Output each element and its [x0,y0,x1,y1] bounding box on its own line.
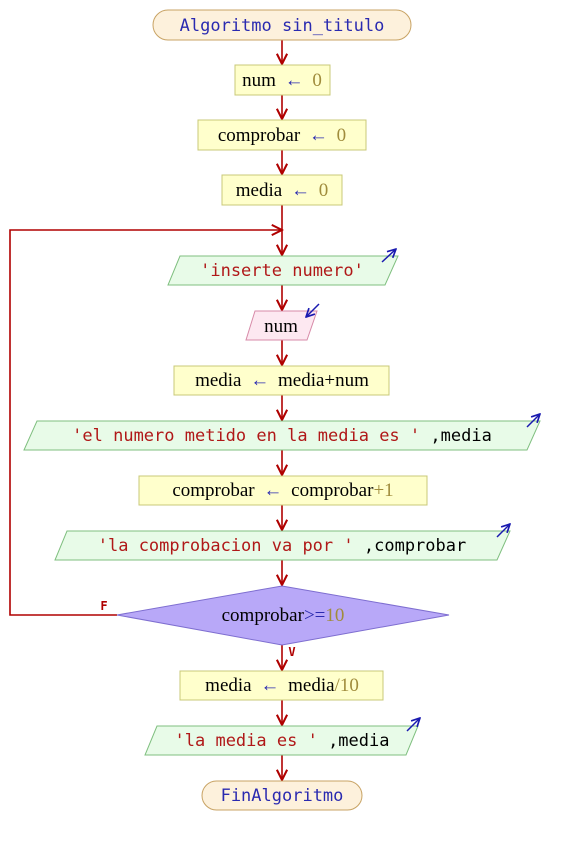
process-comprobar-inc: comprobar ← comprobar+1 [138,475,428,506]
start-label: Algoritmo sin_titulo [180,16,385,36]
process-media-div: media ← media/10 [179,670,384,701]
expression-label: media+num [278,370,369,391]
arrow-loop-back [9,230,282,616]
connectors [9,40,282,780]
input-arrow-icon [306,303,320,317]
assign-operator: ← [285,70,304,91]
assign-operator: ← [291,180,310,201]
output-string: 'la comprobacion va por ' [98,536,354,556]
output-rest: ,media [328,731,389,751]
output-rest: ,comprobar [364,536,466,556]
end-label: FinAlgoritmo [221,786,344,806]
output-final-media: 'la media es ' ,media [144,718,420,756]
svg-text:num ← 0: num ← 0 [242,70,322,91]
output-media-message: 'el numero metido en la media es ' ,medi… [23,414,540,451]
value-label: 0 [337,125,347,146]
assign-operator: ← [263,480,282,501]
assign-operator: ← [260,675,279,696]
var-label: num [242,70,276,91]
output-arrow-icon [526,414,540,428]
expression-label: media [288,675,335,696]
process-num-init: num ← 0 [234,64,331,96]
svg-text:media ← 0: media ← 0 [236,180,328,201]
plus-operator: + [373,480,384,501]
start-terminal: Algoritmo sin_titulo [152,9,412,41]
output-string: 'la media es ' [175,731,318,751]
svg-text:comprobar ← compro: comprobar ← comprobar+1 [172,480,393,501]
var-label: media [195,370,242,391]
output-inserte-numero: 'inserte numero' [167,249,399,286]
output-rest: ,media [430,426,491,446]
value-label: 1 [384,480,394,501]
false-branch-label: F [100,599,107,613]
assign-operator: ← [250,370,269,391]
svg-text:'el numero metido en la media: 'el numero metido en la media es ' ,medi… [72,426,492,446]
process-comprobar-init: comprobar ← 0 [197,119,367,151]
input-var: num [264,316,298,337]
condition-operator: >= [304,605,325,626]
var-label: comprobar [218,125,301,146]
output-arrow-icon [381,249,396,263]
end-terminal: FinAlgoritmo [201,780,363,811]
svg-text:'la comprobacion va por ': 'la comprobacion va por ' ,comprobar [98,536,466,556]
process-media-init: media ← 0 [221,174,343,206]
assign-operator: ← [309,125,328,146]
value-label: 0 [319,180,329,201]
var-label: media [236,180,283,201]
condition-expression: comprobar [222,605,305,626]
process-media-sum: media ← media+num [173,365,390,396]
svg-text:'la media es ' ,media: 'la media es ' ,media [175,731,390,751]
expression-label: comprobar [291,480,374,501]
output-arrow-icon [496,524,510,538]
svg-text:media ← media+num: media ← media+num [195,370,369,391]
svg-text:comprobar>=10: comprobar>=10 [222,605,345,626]
true-branch-label: V [288,645,295,659]
condition-value: 10 [325,605,344,626]
var-label: comprobar [172,480,255,501]
output-arrow-icon [406,718,420,732]
output-string: 'inserte numero' [200,261,364,281]
output-string: 'el numero metido en la media es ' [72,426,420,446]
svg-text:media ← media/10: media ← media/10 [205,675,359,696]
svg-text:comprobar ← 0: comprobar ← 0 [218,125,346,146]
input-read-num: num [245,303,320,341]
output-comprobacion-message: 'la comprobacion va por ' ,comprobar [54,524,510,561]
value-label: 10 [340,675,359,696]
decision-comprobar: comprobar>=10 F V [100,585,450,659]
slash-operator: / [335,675,341,696]
value-label: 0 [312,70,322,91]
var-label: media [205,675,252,696]
